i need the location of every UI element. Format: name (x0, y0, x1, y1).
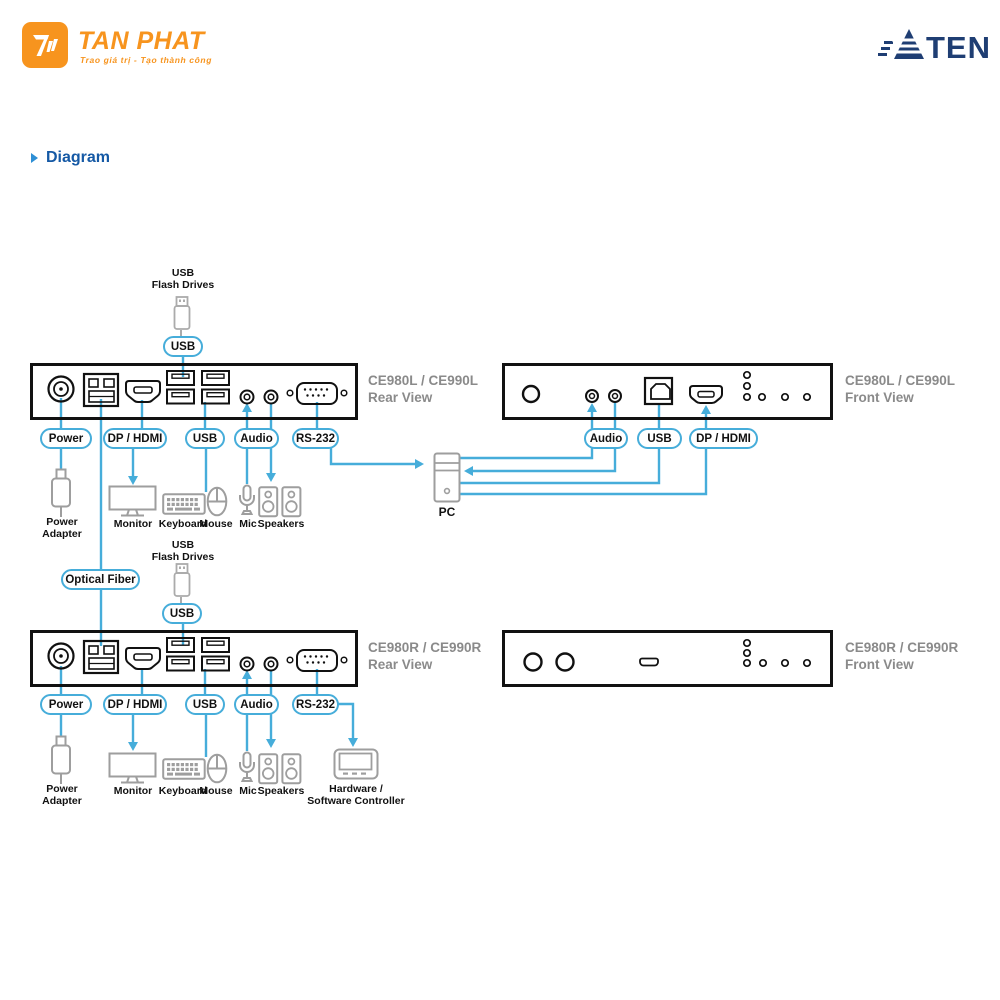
pill-usb-top: USB (185, 428, 225, 449)
pill-usb-flash-mid: USB (162, 603, 202, 624)
keyboard-icon (162, 758, 206, 780)
hdmi-port (689, 385, 723, 404)
tanphat-logo: TAN PHAT Trao giá trị - Tạo thành công (0, 0, 320, 80)
mouse-icon (206, 753, 228, 784)
rear-panel-ports (47, 370, 348, 408)
pill-dp-hdmi-bottom: DP / HDMI (103, 694, 167, 715)
device-ce980r-front (502, 630, 833, 687)
tanphat-logo-text: TAN PHAT (78, 27, 205, 55)
section-bullet-icon (31, 153, 38, 163)
usb-b-port (643, 376, 674, 406)
speakers-label: Speakers (257, 785, 305, 797)
pill-optical-fiber: Optical Fiber (61, 569, 140, 590)
mic-icon (239, 484, 255, 515)
keyboard-label: Keyboard (158, 518, 208, 530)
device-ce980r-rear (30, 630, 358, 687)
pill-audio-top: Audio (234, 428, 279, 449)
speakers-icon (258, 753, 302, 785)
arrowheads (128, 403, 711, 751)
audio-jacks (585, 389, 622, 403)
led-indicators (742, 370, 812, 402)
audio-jacks (239, 656, 279, 672)
pill-audio-bottom: Audio (234, 694, 279, 715)
pc-tower-icon (433, 452, 461, 503)
pill-dp-hdmi-top: DP / HDMI (103, 428, 167, 449)
usb-flash-drive-icon (173, 563, 191, 597)
hdmi-port (125, 647, 161, 670)
keyboard-icon (162, 493, 206, 515)
mouse-icon (206, 486, 228, 517)
power-adapter-icon (51, 735, 71, 784)
page-title: Diagram (46, 149, 111, 166)
mini-usb-port (639, 657, 659, 667)
front-panel-ports (523, 638, 812, 672)
aten-logo-text: TEN (926, 30, 988, 64)
usb-ports (166, 637, 230, 672)
rs232-db9-port (286, 649, 348, 672)
pushbutton (521, 384, 541, 404)
pill-usb-flash-top: USB (163, 336, 203, 357)
front-panel-ports (521, 370, 812, 406)
pill-rs232-bottom: RS-232 (292, 694, 339, 715)
sfp-optical-port (82, 372, 120, 408)
monitor-label: Monitor (113, 518, 153, 530)
mic-label: Mic (239, 518, 257, 530)
monitor-label: Monitor (113, 785, 153, 797)
sfp-optical-port (82, 639, 120, 675)
usb-ports (166, 370, 230, 405)
tanphat-tagline: Trao giá trị - Tạo thành công (80, 55, 212, 65)
aten-logo: TEN (878, 29, 988, 64)
device-ce980l-rear (30, 363, 358, 420)
pushbutton (523, 652, 543, 672)
power-jack-port (47, 642, 75, 670)
led-indicators (742, 638, 812, 668)
speakers-label: Speakers (257, 518, 305, 530)
audio-jacks (239, 389, 279, 405)
mic-label: Mic (239, 785, 257, 797)
pc-label: PC (438, 505, 456, 519)
hdmi-port (125, 380, 161, 403)
rs232-db9-port (286, 382, 348, 405)
pill-usb-bottom: USB (185, 694, 225, 715)
usb-flash-drive-icon (173, 296, 191, 330)
speakers-icon (258, 486, 302, 518)
monitor-icon (108, 485, 157, 517)
pushbutton (555, 652, 575, 672)
controller-icon (333, 748, 379, 780)
device-ce980l-front (502, 363, 833, 420)
pill-power-bottom: Power (40, 694, 92, 715)
mouse-label: Mouse (199, 518, 233, 530)
power-adapter-icon (51, 468, 71, 517)
keyboard-label: Keyboard (158, 785, 208, 797)
tanphat-logo-icon (22, 22, 68, 68)
mic-icon (239, 751, 255, 782)
pill-dp-hdmi-front: DP / HDMI (689, 428, 758, 449)
mouse-label: Mouse (199, 785, 233, 797)
monitor-icon (108, 752, 157, 784)
rear-panel-ports (47, 637, 348, 675)
pill-rs232-top: RS-232 (292, 428, 339, 449)
pill-power-top: Power (40, 428, 92, 449)
pill-usb-front: USB (637, 428, 682, 449)
pill-audio-front: Audio (584, 428, 628, 449)
power-jack-port (47, 375, 75, 403)
controller-label: Hardware /Software Controller (307, 783, 405, 807)
